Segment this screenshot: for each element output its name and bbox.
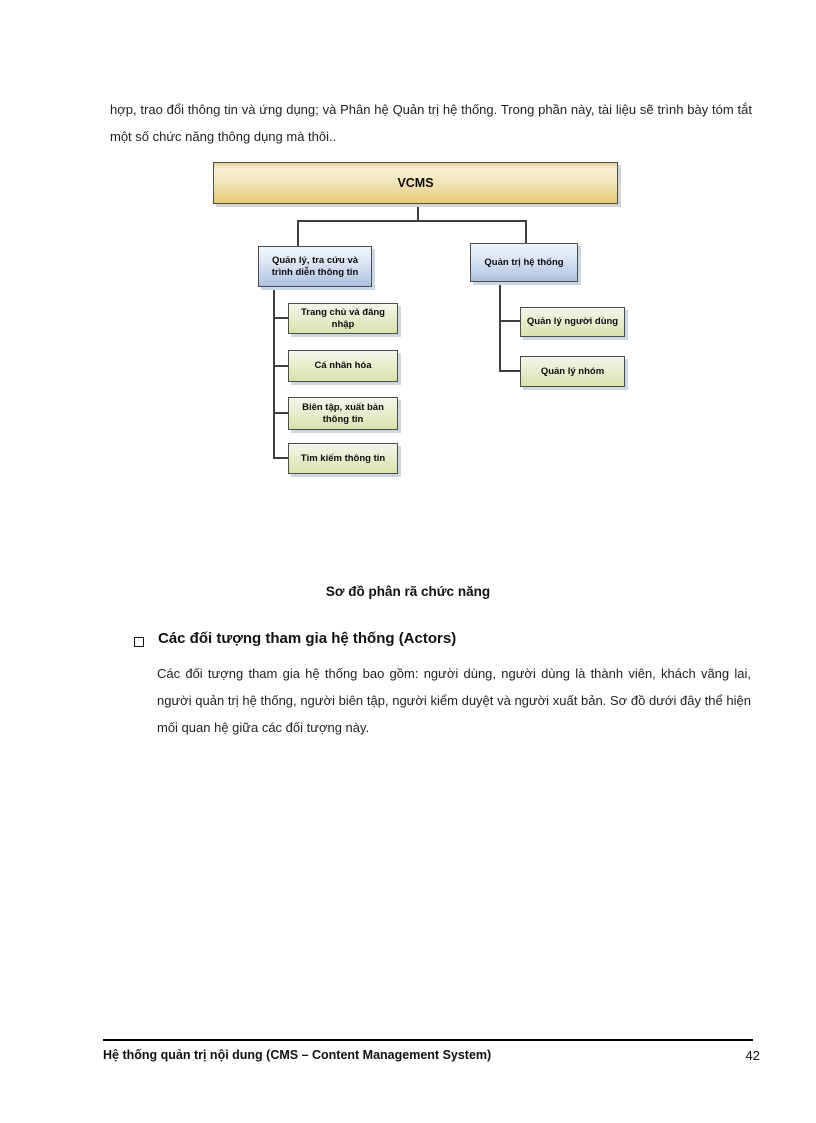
diagram-box-vcms: VCMS [213, 162, 618, 204]
diagram-box-search-info: Tìm kiếm thông tin [288, 443, 398, 474]
diagram-box-group-management: Quản lý nhóm [520, 356, 625, 387]
section-heading-actors: Các đối tượng tham gia hệ thống (Actors) [158, 630, 457, 647]
connector-leaf-stub [273, 412, 288, 414]
connector-leaf-stub [499, 320, 520, 322]
footer-title: Hệ thống quản trị nội dung (CMS – Conten… [103, 1048, 492, 1062]
connector-leaf-stub [499, 370, 520, 372]
connector-leaf-stub [273, 317, 288, 319]
footer-rule [103, 1039, 753, 1041]
connector-horizontal-bar [297, 220, 527, 222]
connector-root-drop [417, 204, 419, 221]
connector-branch-1-spine [499, 282, 501, 372]
connector-leaf-stub [273, 365, 288, 367]
diagram-caption: Sơ đồ phân rã chức năng [325, 584, 491, 599]
intro-paragraph: hợp, trao đổi thông tin và ứng dụng; và … [110, 102, 752, 144]
connector-branch-0-spine [273, 287, 275, 459]
diagram-box-branch-manage-display: Quản lý, tra cứu và trình diễn thông tin [258, 246, 372, 287]
diagram-box-edit-publish: Biên tập, xuất bản thông tin [288, 397, 398, 430]
connector-branch-0-drop [297, 220, 299, 246]
diagram-box-branch-system-admin: Quản trị hệ thống [470, 243, 578, 282]
page-number: 42 [745, 1048, 760, 1063]
connector-leaf-stub [273, 457, 288, 459]
diagram-box-user-management: Quản lý người dùng [520, 307, 625, 337]
square-bullet-icon [134, 637, 144, 647]
diagram-box-personalization: Cá nhân hóa [288, 350, 398, 382]
actors-paragraph: Các đối tượng tham gia hệ thống bao gồm:… [157, 666, 751, 735]
diagram-box-home-login: Trang chủ và đăng nhập [288, 303, 398, 334]
connector-branch-1-drop [525, 220, 527, 243]
